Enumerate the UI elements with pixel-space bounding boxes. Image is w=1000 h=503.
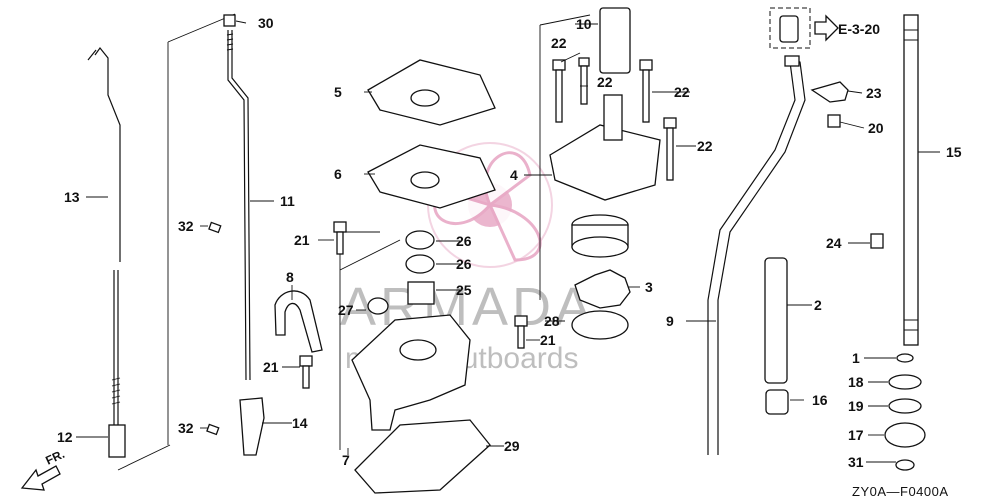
callout-21-a: 21 [294, 232, 310, 248]
part-8-guide [274, 290, 323, 353]
callout-1: 1 [852, 350, 860, 366]
part-32-pin-b [206, 423, 220, 436]
callout-17: 17 [848, 427, 864, 443]
callout-20: 20 [868, 120, 884, 136]
callout-32-b: 32 [178, 420, 194, 436]
callout-22-b: 22 [597, 74, 613, 90]
part-15-shaft [903, 14, 919, 346]
callout-14: 14 [292, 415, 308, 431]
callout-2: 2 [814, 297, 822, 313]
part-2-pipe [764, 257, 788, 384]
part-liner [571, 214, 629, 258]
part-13-rod [87, 47, 121, 440]
part-9-tube-cap [784, 55, 800, 67]
part-11-rod [223, 14, 251, 381]
part-23-clip [810, 81, 849, 103]
callout-7: 7 [342, 452, 350, 468]
part-3-impeller [574, 269, 631, 309]
callout-24: 24 [826, 235, 842, 251]
part-31-ring [895, 459, 915, 471]
bolt-21-c [514, 315, 528, 349]
part-18-spacer [888, 374, 922, 390]
part-27-seal [367, 297, 389, 315]
callout-15: 15 [946, 144, 962, 160]
callout-26-a: 26 [456, 233, 472, 249]
reference-arrow [814, 14, 839, 42]
reference-box [769, 7, 811, 49]
bolt-22-c [639, 59, 653, 123]
callout-27: 27 [338, 302, 354, 318]
callout-6: 6 [334, 166, 342, 182]
part-10-tube [599, 7, 631, 74]
part-17-gear [884, 422, 926, 448]
part-4-pump-housing [549, 124, 661, 201]
callout-22-c: 22 [674, 84, 690, 100]
callout-16: 16 [812, 392, 828, 408]
part-29-gasket [354, 419, 491, 494]
part-19-spacer [888, 398, 922, 414]
diagram-code: ZY0A—F0400A [852, 484, 949, 499]
front-direction-arrow [20, 465, 61, 491]
housing-bore [399, 339, 437, 361]
gasket-6-hole [410, 171, 440, 189]
plate-5-hole [410, 89, 440, 107]
callout-21-c: 21 [540, 332, 556, 348]
reference-label: E-3-20 [838, 21, 880, 37]
callout-29: 29 [504, 438, 520, 454]
bolt-21-a [333, 221, 347, 255]
part-32-pin-a [208, 221, 222, 234]
part-20-bolt [827, 114, 841, 128]
part-1-washer [896, 353, 914, 363]
callout-5: 5 [334, 84, 342, 100]
callout-3: 3 [645, 279, 653, 295]
ref-part [779, 15, 799, 43]
callout-11: 11 [280, 193, 295, 209]
callout-12: 12 [57, 429, 73, 445]
callout-21-b: 21 [263, 359, 279, 375]
callout-10: 10 [576, 16, 592, 32]
front-direction-label: FR. [43, 447, 66, 468]
callout-28: 28 [544, 313, 560, 329]
part-26-bearing-b [405, 254, 435, 274]
part-26-bearing-a [405, 230, 435, 250]
part-12-sleeve [108, 424, 126, 458]
callout-4: 4 [510, 167, 518, 183]
part-28-oring [571, 310, 629, 340]
callout-26-b: 26 [456, 256, 472, 272]
leader-lines [76, 20, 940, 463]
callout-18: 18 [848, 374, 864, 390]
bolt-22-a [552, 59, 566, 123]
part-24-clip [870, 233, 884, 249]
callout-25: 25 [456, 282, 472, 298]
callout-30: 30 [258, 15, 274, 31]
part-25-bushing [407, 281, 435, 305]
bolt-21-b [299, 355, 313, 389]
part-14-bracket [239, 397, 265, 456]
callout-31: 31 [848, 454, 864, 470]
housing-neck [603, 94, 623, 141]
callout-9: 9 [666, 313, 674, 329]
callout-13: 13 [64, 189, 80, 205]
part-7-housing [351, 314, 471, 431]
callout-23: 23 [866, 85, 882, 101]
callout-8: 8 [286, 269, 294, 285]
callout-32-a: 32 [178, 218, 194, 234]
callout-22-a: 22 [551, 35, 567, 51]
bolt-22-d [663, 117, 677, 181]
callout-19: 19 [848, 398, 864, 414]
callout-22-d: 22 [697, 138, 713, 154]
part-16-grommet [765, 389, 789, 415]
bolt-22-b [578, 57, 590, 105]
part-9-tube-inner [717, 59, 806, 455]
